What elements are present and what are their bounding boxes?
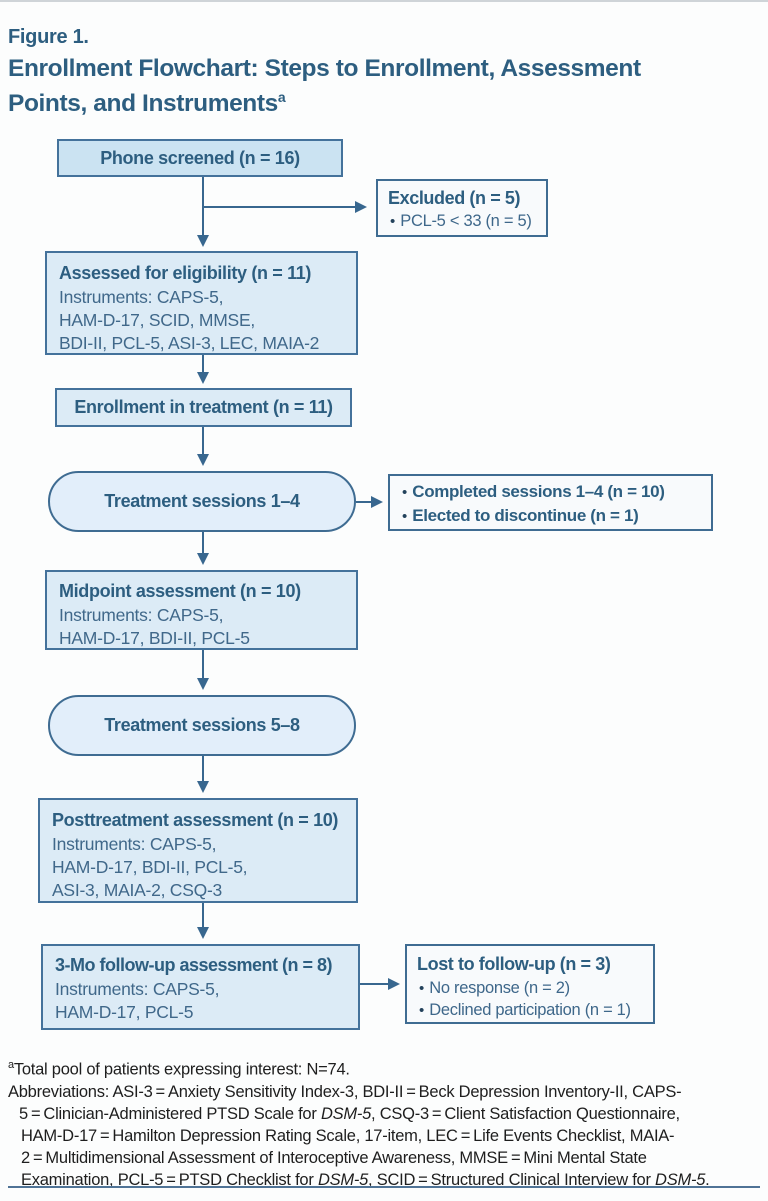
node-sessions14-outcome: • Completed sessions 1–4 (n = 10) • Elec… <box>388 474 713 531</box>
bottom-rule <box>8 1186 760 1188</box>
node-posttreatment-title: Posttreatment assessment (n = 10) <box>52 810 339 830</box>
abbreviations-line: Examination, PCL-5 = PTSD Checklist for … <box>21 1170 710 1189</box>
bullet-icon: • <box>402 508 408 525</box>
posttreatment-instruments-line2: HAM-D-17, BDI-II, PCL-5, <box>52 857 248 877</box>
node-midpoint-assessment: Midpoint assessment (n = 10) Instruments… <box>45 570 358 650</box>
bullet-icon: • <box>419 980 425 997</box>
bullet-icon: • <box>402 484 408 501</box>
midpoint-instruments-line1: Instruments: CAPS-5, <box>59 605 224 625</box>
posttreatment-instruments-line1: Instruments: CAPS-5, <box>52 834 217 854</box>
node-excluded-title: Excluded (n = 5) <box>388 188 521 208</box>
posttreatment-instruments-line3: ASI-3, MAIA-2, CSQ-3 <box>52 880 223 900</box>
assessed-instruments-line2: HAM-D-17, SCID, MMSE, <box>59 310 256 330</box>
footnote-superscript: a <box>8 1059 14 1071</box>
midpoint-instruments-line2: HAM-D-17, BDI-II, PCL-5 <box>59 628 250 648</box>
abbreviations-line: Abbreviations: ASI-3 = Anxiety Sensitivi… <box>8 1082 682 1101</box>
node-enrollment: Enrollment in treatment (n = 11) <box>55 388 352 427</box>
figure-title: Enrollment Flowchart: Steps to Enrollmen… <box>8 54 748 118</box>
node-assessed-eligibility: Assessed for eligibility (n = 11) Instru… <box>45 251 358 355</box>
footnote-total-pool-text: Total pool of patients expressing intere… <box>13 1060 350 1079</box>
node-sessions14-title: Treatment sessions 1–4 <box>104 491 300 511</box>
node-enrollment-title: Enrollment in treatment (n = 11) <box>74 397 333 417</box>
completed-bullet2: Elected to discontinue (n = 1) <box>412 506 639 525</box>
footnote-abbreviations: Abbreviations: ASI-3 = Anxiety Sensitivi… <box>8 1081 762 1191</box>
top-hairline <box>0 0 768 2</box>
node-treatment-sessions-5-8: Treatment sessions 5–8 <box>48 695 356 756</box>
figure-title-line2: Points, and Instruments <box>8 90 278 118</box>
threemo-instruments-line2: HAM-D-17, PCL-5 <box>55 1002 194 1022</box>
node-phone-screened-title: Phone screened (n = 16) <box>100 147 300 168</box>
figure-footnotes: aTotal pool of patients expressing inter… <box>8 1054 762 1191</box>
bullet-icon: • <box>390 213 396 230</box>
completed-bullet-row1: • Completed sessions 1–4 (n = 10) <box>400 480 707 504</box>
abbreviations-line: 5 = Clinician-Administered PTSD Scale fo… <box>19 1104 680 1123</box>
abbreviations-line: 2 = Multidimensional Assessment of Inter… <box>21 1148 647 1167</box>
figure-title-line1: Enrollment Flowchart: Steps to Enrollmen… <box>8 55 641 82</box>
lost-bullet-row1: • No response (n = 2) <box>417 977 649 999</box>
node-posttreatment-assessment: Posttreatment assessment (n = 10) Instru… <box>38 798 358 903</box>
completed-bullet1: Completed sessions 1–4 (n = 10) <box>412 482 665 501</box>
figure-title-superscript: a <box>277 89 286 105</box>
node-threemo-title: 3-Mo follow-up assessment (n = 8) <box>55 955 333 975</box>
threemo-instruments-line1: Instruments: CAPS-5, <box>55 979 220 999</box>
completed-bullet-row2: • Elected to discontinue (n = 1) <box>400 504 707 528</box>
figure-label: Figure 1. <box>8 26 89 48</box>
node-phone-screened: Phone screened (n = 16) <box>57 139 343 177</box>
lost-bullet1: No response (n = 2) <box>429 979 570 997</box>
node-assessed-title: Assessed for eligibility (n = 11) <box>59 263 312 283</box>
node-sessions58-title: Treatment sessions 5–8 <box>104 715 300 735</box>
node-lost-title: Lost to follow-up (n = 3) <box>417 954 611 974</box>
footnote-total-pool: aTotal pool of patients expressing inter… <box>8 1054 762 1081</box>
node-midpoint-title: Midpoint assessment (n = 10) <box>59 581 301 601</box>
bullet-icon: • <box>419 1002 425 1019</box>
node-treatment-sessions-1-4: Treatment sessions 1–4 <box>48 471 356 532</box>
node-excluded: Excluded (n = 5) • PCL-5 < 33 (n = 5) <box>376 179 548 237</box>
abbreviations-line: HAM-D-17 = Hamilton Depression Rating Sc… <box>21 1126 675 1145</box>
lost-bullet2: Declined participation (n = 1) <box>429 1001 631 1019</box>
excluded-bullet-row: • PCL-5 < 33 (n = 5) <box>388 210 542 232</box>
node-lost-to-followup: Lost to follow-up (n = 3) • No response … <box>405 944 655 1024</box>
assessed-instruments-line1: Instruments: CAPS-5, <box>59 287 224 307</box>
node-3mo-followup-assessment: 3-Mo follow-up assessment (n = 8) Instru… <box>41 944 360 1030</box>
assessed-instruments-line3: BDI-II, PCL-5, ASI-3, LEC, MAIA-2 <box>59 333 320 353</box>
excluded-bullet: PCL-5 < 33 (n = 5) <box>400 212 532 230</box>
lost-bullet-row2: • Declined participation (n = 1) <box>417 999 649 1021</box>
